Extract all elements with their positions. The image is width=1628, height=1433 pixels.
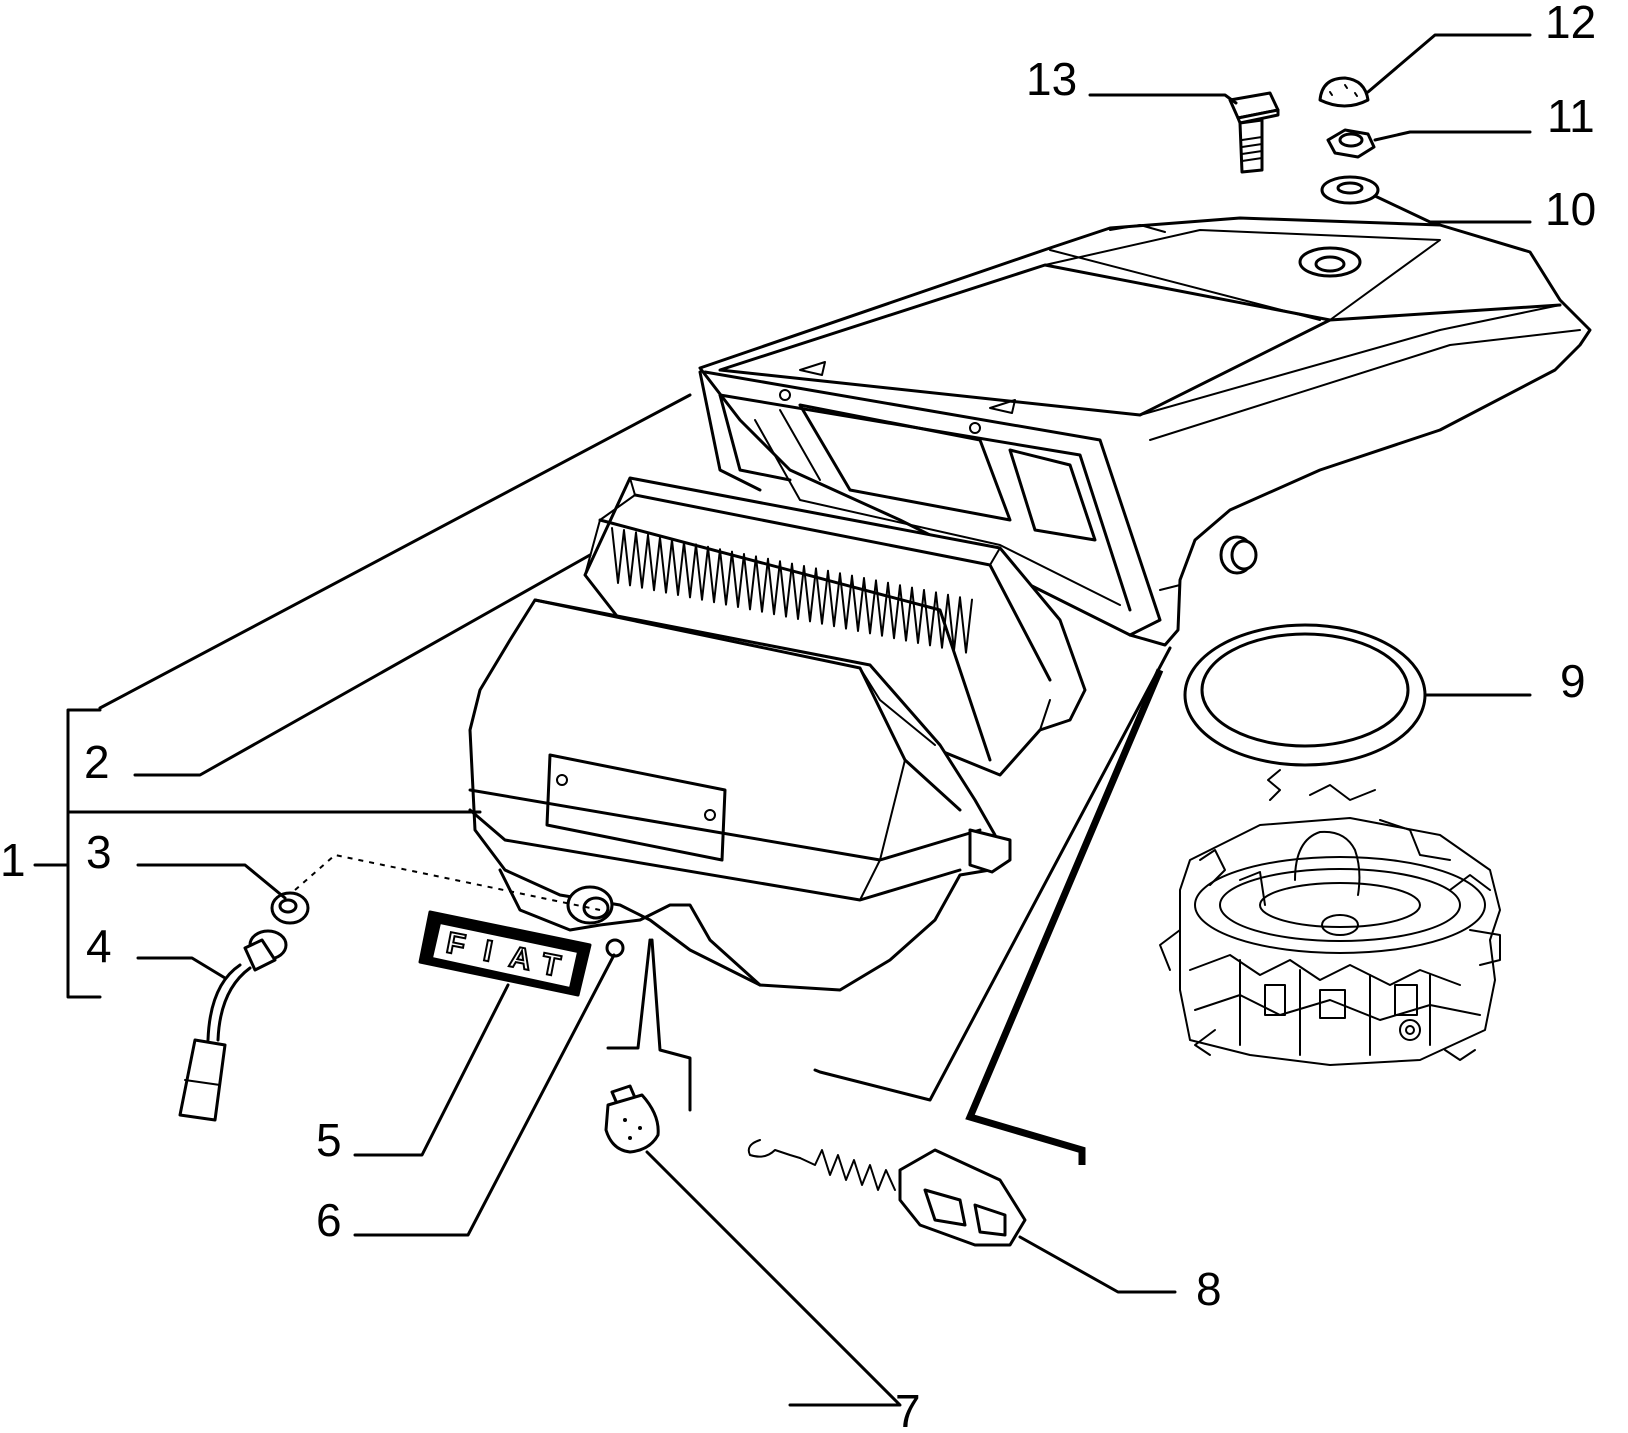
filter-pleat xyxy=(803,565,817,623)
callout-8: 8 xyxy=(1196,1263,1222,1315)
filter-pleat xyxy=(719,548,733,606)
air-filter-cover xyxy=(698,216,1592,647)
callout-1: 1 xyxy=(0,834,26,886)
callout-3: 3 xyxy=(86,826,112,878)
callout-7: 7 xyxy=(895,1385,921,1433)
callout-6: 6 xyxy=(316,1194,342,1246)
filter-pleat xyxy=(779,560,793,618)
filter-pleat xyxy=(851,575,865,632)
filter-pleat xyxy=(899,584,913,642)
cap-nut xyxy=(1318,76,1370,108)
filter-pleat xyxy=(815,567,829,625)
filter-pleat xyxy=(875,579,889,637)
filter-pleat xyxy=(611,527,625,584)
filter-pleat xyxy=(731,551,745,608)
callout-11: 11 xyxy=(1547,90,1595,142)
filter-pleat xyxy=(947,594,961,652)
filter-pleat xyxy=(635,531,649,589)
callout-2: 2 xyxy=(84,736,110,788)
filter-pleat xyxy=(683,541,697,599)
filter-pleat xyxy=(767,558,781,616)
gasket-ring xyxy=(1183,623,1427,767)
filter-pleat xyxy=(623,529,637,587)
callout-13: 13 xyxy=(1026,53,1077,105)
callout-4: 4 xyxy=(86,920,112,972)
fiat-badge: F I A T xyxy=(418,910,592,997)
filter-pleat xyxy=(827,570,841,628)
filter-pleat xyxy=(863,577,877,635)
bolt xyxy=(1228,91,1280,174)
spring-clamp xyxy=(747,1139,1027,1247)
filter-pleat xyxy=(887,582,901,640)
filter-body xyxy=(468,598,1012,992)
filter-pleat xyxy=(755,555,769,613)
filter-pleat xyxy=(647,534,661,592)
filter-pleat xyxy=(935,591,949,649)
nut xyxy=(1326,128,1376,159)
filter-pleat xyxy=(671,539,685,596)
filter-element xyxy=(583,476,1087,777)
filter-pleat xyxy=(839,572,853,630)
screw xyxy=(605,938,625,958)
filter-pleat xyxy=(923,589,937,647)
filter-pleat xyxy=(959,596,973,654)
breather-valve xyxy=(604,1084,660,1154)
filter-pleat xyxy=(911,587,925,644)
temperature-sensor xyxy=(178,929,288,1122)
filter-pleat xyxy=(791,563,805,620)
grommet xyxy=(270,891,310,925)
filter-pleat xyxy=(659,536,673,594)
callout-9: 9 xyxy=(1560,655,1586,707)
washer xyxy=(1320,175,1380,205)
filter-pleat xyxy=(707,546,721,604)
filter-pleat xyxy=(695,543,709,601)
callout-10: 10 xyxy=(1545,183,1596,235)
filter-pleat xyxy=(743,553,757,611)
callout-12: 12 xyxy=(1545,0,1596,48)
leader-lines xyxy=(33,33,1532,1407)
carburetor-outline xyxy=(1159,769,1501,1066)
callout-5: 5 xyxy=(316,1114,342,1166)
